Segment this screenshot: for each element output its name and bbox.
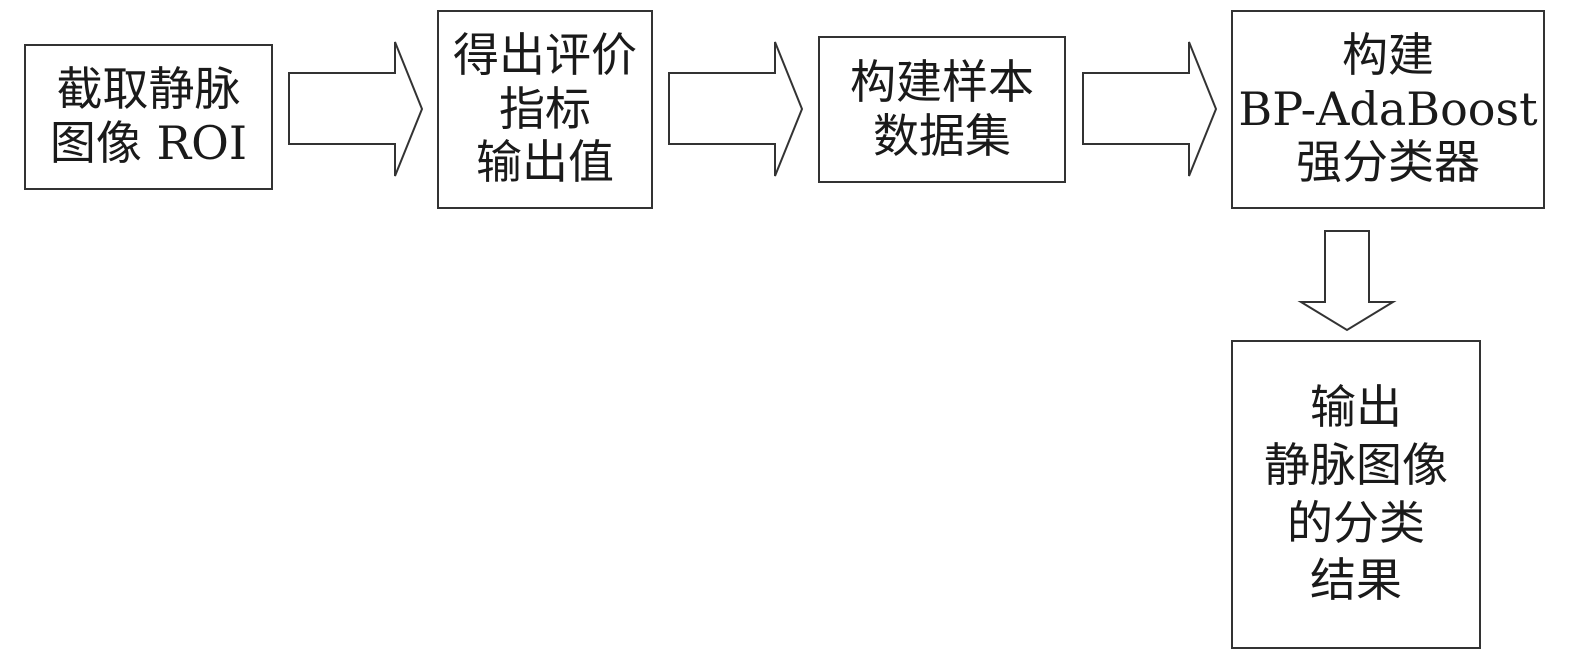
node-result-label: 输出 静脉图像 的分类 结果 xyxy=(1264,379,1448,611)
node-dataset-line-1: 构建样本 xyxy=(850,54,1034,109)
arrow-roi-to-metrics xyxy=(288,41,424,177)
node-metrics-label: 得出评价 指标 输出值 xyxy=(453,27,637,190)
node-classifier-line-2: BP-AdaBoost xyxy=(1238,81,1538,136)
node-metrics-line-2: 指标 xyxy=(499,81,591,136)
arrow-dataset-to-classifier xyxy=(1082,41,1218,177)
node-classifier-label: 构建 BP-AdaBoost 强分类器 xyxy=(1238,27,1538,190)
arrow-classifier-to-result xyxy=(1297,230,1397,332)
node-metrics-line-3: 输出值 xyxy=(476,135,614,190)
node-roi: 截取静脉 图像 ROI xyxy=(24,44,273,190)
node-dataset-line-2: 数据集 xyxy=(873,108,1011,163)
node-roi-label: 截取静脉 图像 ROI xyxy=(49,62,248,171)
node-roi-line-2: 图像 ROI xyxy=(49,116,248,170)
node-metrics-line-1: 得出评价 xyxy=(453,27,637,82)
node-result-line-3: 的分类 xyxy=(1287,495,1425,550)
node-result: 输出 静脉图像 的分类 结果 xyxy=(1231,340,1481,649)
node-classifier-line-1: 构建 xyxy=(1341,27,1434,82)
node-classifier: 构建 BP-AdaBoost 强分类器 xyxy=(1231,10,1545,209)
node-dataset: 构建样本 数据集 xyxy=(818,36,1066,183)
node-classifier-line-3: 强分类器 xyxy=(1295,135,1480,190)
node-result-line-2: 静脉图像 xyxy=(1264,437,1448,492)
arrow-metrics-to-dataset xyxy=(668,41,804,177)
node-result-line-4: 结果 xyxy=(1310,553,1402,608)
node-result-line-1: 输出 xyxy=(1310,379,1402,434)
node-roi-line-1: 截取静脉 xyxy=(56,62,241,117)
node-dataset-label: 构建样本 数据集 xyxy=(850,54,1034,164)
node-metrics: 得出评价 指标 输出值 xyxy=(437,10,653,209)
